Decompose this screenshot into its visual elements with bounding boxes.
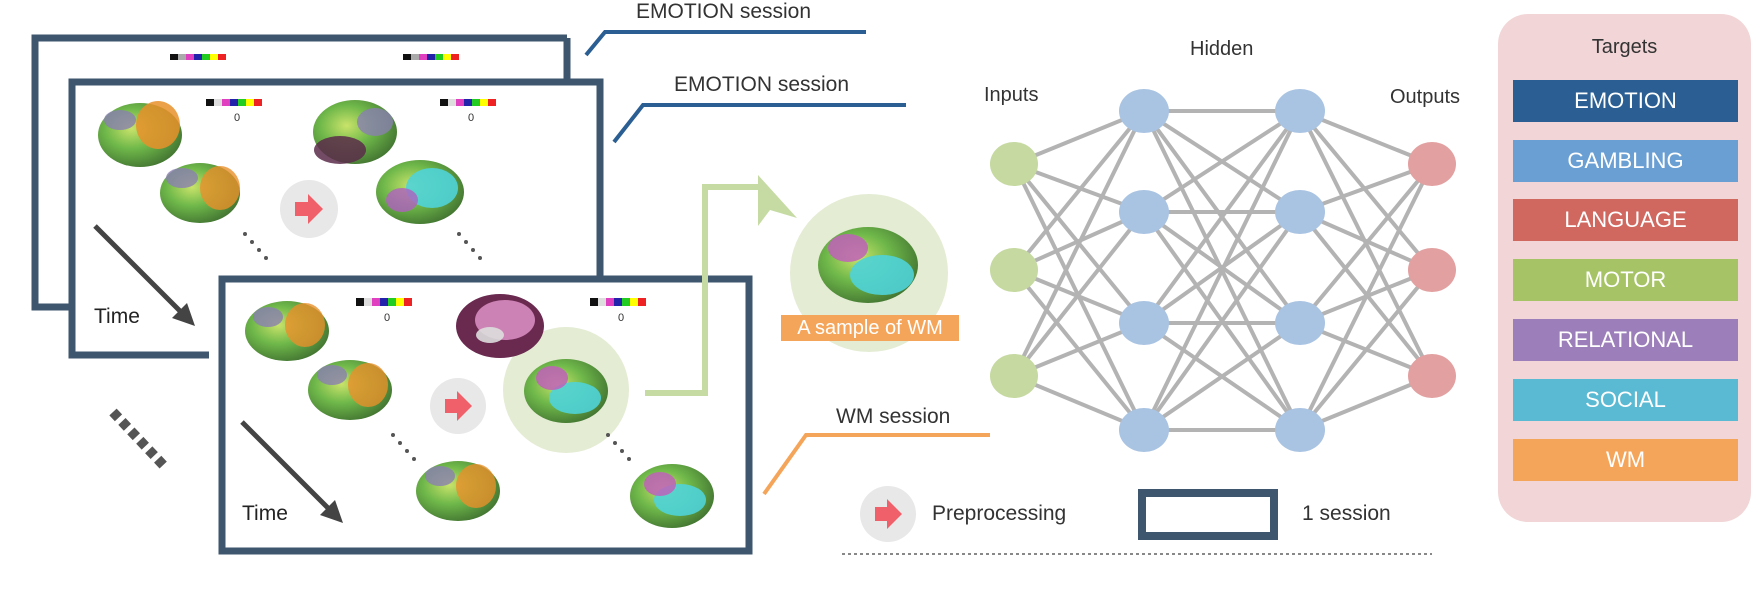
- legend-preprocessing-label: Preprocessing: [932, 502, 1067, 525]
- session-label-back: EMOTION session: [636, 0, 812, 23]
- brain-image: [416, 461, 500, 521]
- brain-image: [245, 301, 329, 361]
- outputs-label: Outputs: [1390, 86, 1461, 108]
- emotion-line-back: [584, 30, 866, 57]
- hidden-node: [1119, 190, 1169, 234]
- session-label-front: WM session: [836, 405, 951, 428]
- sample-connector: [645, 184, 764, 396]
- session-label-middle: EMOTION session: [674, 73, 850, 96]
- hidden-node: [1275, 190, 1325, 234]
- targets-panel: Targets EMOTION GAMBLING LANGUAGE MOTOR …: [1498, 14, 1751, 522]
- colorbar-zero: 0: [468, 112, 475, 124]
- colorbar: [356, 298, 412, 306]
- hidden-node: [1119, 408, 1169, 452]
- output-node: [1408, 248, 1456, 292]
- time-arrow: [93, 224, 195, 326]
- time-label: Time: [94, 305, 140, 328]
- target-wm: WM: [1513, 439, 1738, 481]
- time-label: Time: [242, 502, 288, 525]
- input-node: [990, 354, 1038, 398]
- colorbar: [170, 54, 226, 60]
- colorbar-zero: 0: [618, 312, 625, 324]
- emotion-line-mid: [612, 103, 906, 144]
- output-nodes: [1408, 142, 1456, 398]
- colorbar: [403, 54, 459, 60]
- target-emotion: EMOTION: [1513, 80, 1738, 122]
- sample-arrow: [758, 175, 797, 226]
- hidden-nodes-layer2: [1275, 89, 1325, 452]
- more-sessions-marker: [109, 408, 170, 472]
- brain-image: [160, 163, 240, 223]
- input-nodes: [990, 142, 1038, 398]
- input-node: [990, 142, 1038, 186]
- ellipsis-dots: [243, 232, 482, 260]
- colorbar-zero: 0: [234, 112, 241, 124]
- sample-label: A sample of WM: [781, 315, 959, 341]
- input-node: [990, 248, 1038, 292]
- legend-session-box: [1138, 489, 1278, 540]
- brain-image: [308, 360, 392, 420]
- hidden-node: [1275, 408, 1325, 452]
- targets-title: Targets: [1591, 36, 1658, 58]
- time-arrow: [240, 420, 343, 523]
- output-node: [1408, 354, 1456, 398]
- brain-image: [98, 101, 182, 167]
- target-social: SOCIAL: [1513, 379, 1738, 421]
- hidden-node: [1119, 301, 1169, 345]
- hidden-label: Hidden: [1190, 38, 1254, 60]
- brain-image: [376, 160, 464, 224]
- arrow-right-icon: [295, 194, 323, 224]
- brain-image: [630, 464, 714, 528]
- target-language: LANGUAGE: [1513, 199, 1738, 241]
- output-node: [1408, 142, 1456, 186]
- colorbar: [590, 298, 646, 306]
- hidden-node: [1275, 89, 1325, 133]
- colorbar: [206, 99, 262, 106]
- hidden-nodes-layer1: [1119, 89, 1169, 452]
- hidden-node: [1119, 89, 1169, 133]
- colorbar: [440, 99, 496, 106]
- target-gambling: GAMBLING: [1513, 140, 1738, 182]
- session-frame-middle: [68, 78, 604, 359]
- brain-image: [524, 359, 608, 423]
- arrow-right-icon: [875, 499, 902, 529]
- wm-line: [762, 433, 990, 496]
- legend-session-label: 1 session: [1302, 502, 1391, 525]
- brain-image: [313, 100, 397, 164]
- brain-image: [818, 227, 918, 303]
- network-edges: [1012, 109, 1434, 432]
- hidden-node: [1275, 301, 1325, 345]
- arrow-right-icon: [445, 391, 472, 421]
- target-motor: MOTOR: [1513, 259, 1738, 301]
- inputs-label: Inputs: [984, 84, 1039, 106]
- session-frame-back: [31, 34, 571, 311]
- colorbar-zero: 0: [384, 312, 391, 324]
- brain-image: [456, 294, 544, 358]
- ellipsis-dots: [391, 433, 631, 461]
- target-relational: RELATIONAL: [1513, 319, 1738, 361]
